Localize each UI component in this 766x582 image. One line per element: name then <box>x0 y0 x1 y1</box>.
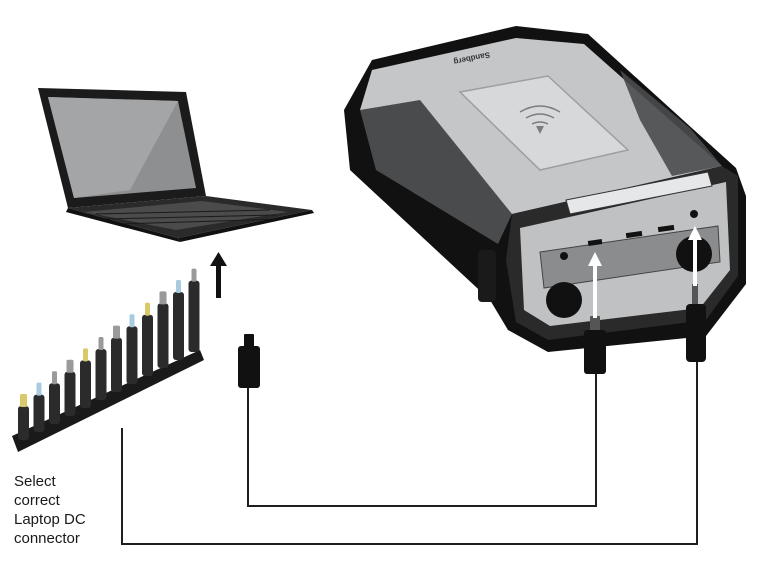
insert-arrows <box>588 226 702 318</box>
arrow-up-icon <box>210 252 227 298</box>
dc-tip-metal <box>159 291 167 305</box>
dc-tip <box>64 371 76 416</box>
dc-tip-metal <box>20 394 27 407</box>
dc-tip-metal <box>83 348 88 362</box>
dc-tip <box>188 280 200 352</box>
caption-line: Select <box>14 473 56 490</box>
dc-tip-metal <box>145 302 150 316</box>
dc-tip <box>33 394 45 432</box>
dc-tip-metal <box>176 280 181 293</box>
usb-c-plug-powerbank <box>584 316 606 374</box>
dc-tip <box>173 292 184 360</box>
cable-lines <box>121 362 698 545</box>
dc-tip-metal <box>113 325 120 339</box>
dc-tip-metal <box>191 268 197 282</box>
usb-c-cable <box>238 334 260 388</box>
wireless-charging-icon <box>519 105 561 134</box>
dc-tip <box>111 337 122 392</box>
caption-line: correct <box>14 492 60 509</box>
caption-text: Select correct Laptop DC connector <box>14 472 86 548</box>
dc-connector-set <box>12 268 204 452</box>
dc-tip <box>80 360 91 408</box>
dc-tip <box>18 406 29 440</box>
caption-line: Laptop DC <box>14 511 86 528</box>
dc-tip-metal <box>36 382 42 396</box>
dc-tip <box>95 349 107 400</box>
laptop-icon <box>38 88 314 242</box>
dc-tip <box>49 383 60 424</box>
power-bank: Sandberg <box>344 26 746 352</box>
dc-tip <box>126 326 138 384</box>
caption-line: connector <box>14 530 80 547</box>
dc-tip-metal <box>66 359 74 373</box>
dc-tip-metal <box>129 314 135 328</box>
dc-tip <box>157 303 169 368</box>
dc-cable <box>686 284 706 362</box>
dc-tip <box>142 314 153 376</box>
dc-tip-metal <box>98 337 104 350</box>
dc-tip-metal <box>52 371 57 385</box>
